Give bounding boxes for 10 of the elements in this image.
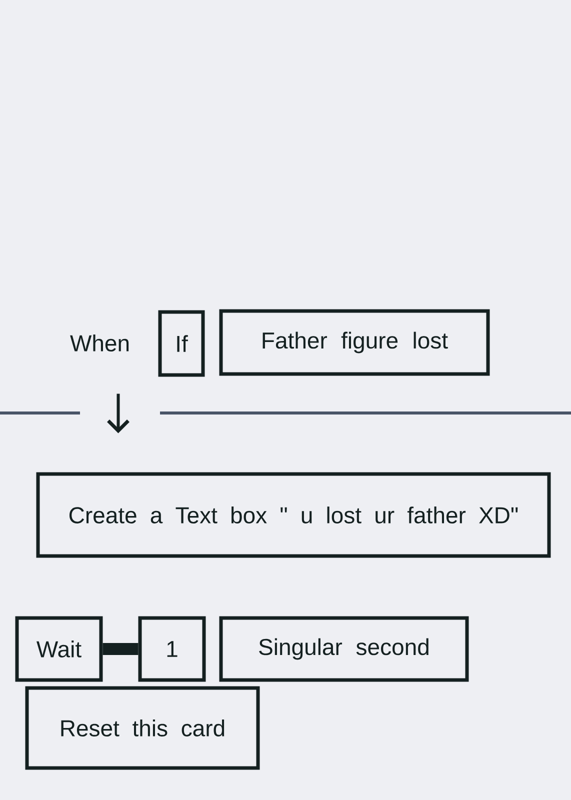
text-box: Wait <box>15 616 103 682</box>
text-box: Father figure lost <box>219 309 490 376</box>
text-box: Singular second <box>219 616 469 682</box>
text-box: 1 <box>138 616 206 682</box>
connector <box>102 643 138 655</box>
label: When <box>70 334 129 352</box>
text-box: Create a Text box " u lost ur father XD" <box>36 472 551 558</box>
arrow <box>107 394 130 434</box>
text-box: Reset this card <box>25 686 260 770</box>
text-box: If <box>158 310 205 377</box>
